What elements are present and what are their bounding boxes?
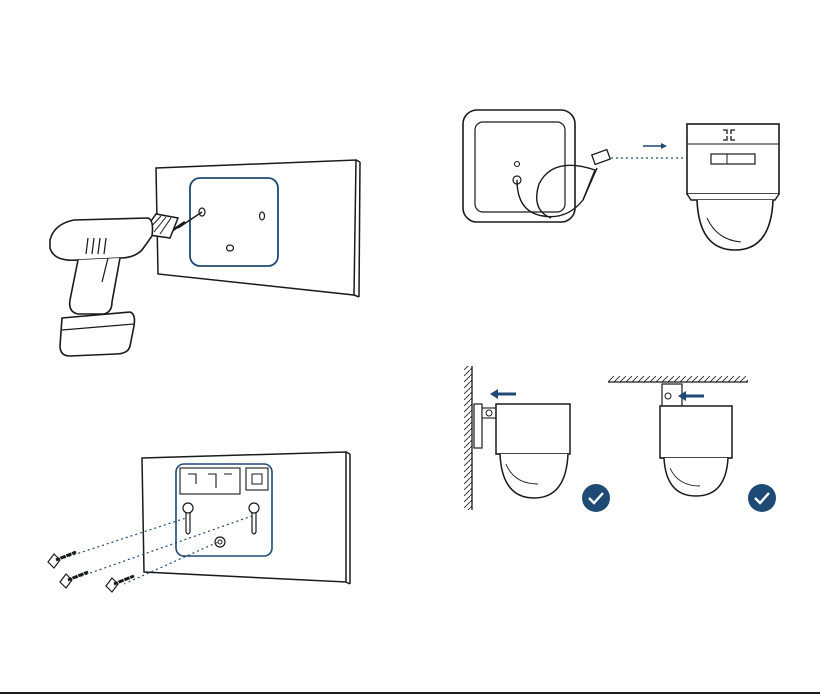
drill-illustration (30, 150, 370, 365)
check-icon (582, 484, 610, 512)
wall-board (156, 160, 356, 295)
mount-options-illustration (458, 364, 798, 516)
screw-icon (48, 552, 76, 568)
screw-icon (60, 572, 88, 588)
cable-connection-illustration (455, 100, 795, 260)
drill-battery (60, 312, 135, 356)
drill-handle (70, 258, 120, 314)
step-fasten-bracket (40, 448, 370, 598)
step-mount-options (458, 364, 798, 516)
check-icon (748, 484, 776, 512)
drill-body (50, 218, 153, 260)
wall-mount-option (464, 366, 570, 510)
camera-dome (697, 200, 773, 250)
ceiling-mount-option (608, 376, 748, 496)
step-drill-holes (30, 150, 370, 365)
screw-bracket-illustration (40, 448, 370, 598)
mounting-bracket (176, 464, 272, 556)
step-connect-cable (455, 100, 795, 260)
camera-port (711, 154, 755, 164)
screw-icon (106, 576, 134, 592)
